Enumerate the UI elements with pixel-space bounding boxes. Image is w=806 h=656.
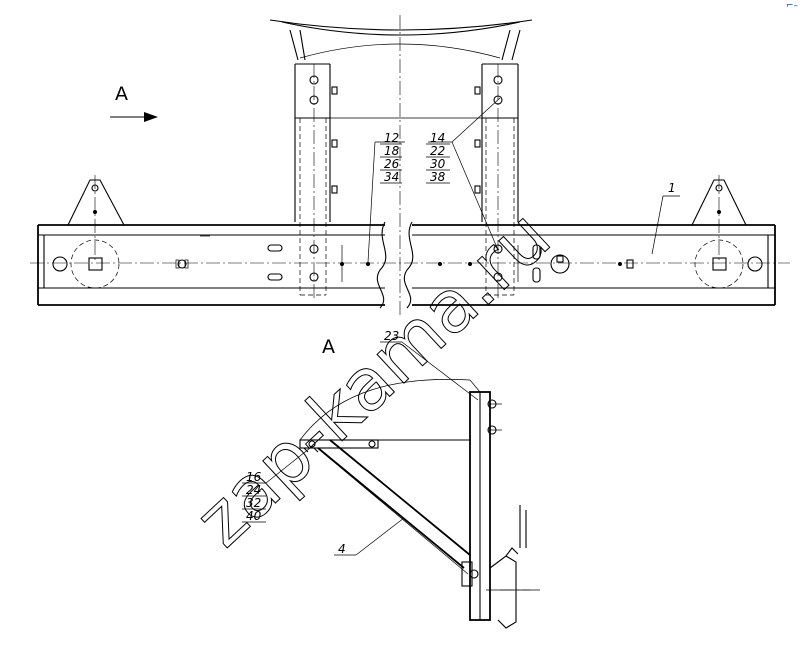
callout-4: 4 — [338, 542, 346, 556]
callout-1: 1 — [668, 181, 676, 195]
callout-40: 40 — [246, 509, 262, 523]
callout-32: 32 — [246, 496, 261, 510]
beam-holes — [52, 235, 763, 289]
callout-12: 12 — [384, 131, 399, 145]
leaders — [367, 97, 680, 263]
callout-14: 14 — [430, 131, 445, 145]
callout-right-stack: 14 22 30 38 — [426, 131, 450, 184]
watermark: zap-kama.ru — [179, 194, 566, 563]
view-label-top: A — [115, 83, 128, 105]
section-a-view: A 23 16 — [242, 329, 540, 629]
callout-16: 16 — [246, 470, 262, 484]
upper-post-assembly — [269, 15, 533, 318]
frame-beam — [30, 221, 790, 309]
callout-24: 24 — [246, 483, 261, 497]
callout-18: 18 — [384, 144, 400, 158]
lugs — [67, 175, 747, 260]
callout-23: 23 — [384, 329, 399, 343]
corner-mark: ⌐– — [786, 1, 799, 11]
view-label-section: A — [322, 336, 335, 358]
callout-34: 34 — [384, 170, 399, 184]
callout-30: 30 — [430, 157, 446, 171]
callout-22: 22 — [430, 144, 445, 158]
callout-left-stack: 12 18 26 34 — [380, 131, 402, 184]
callout-38: 38 — [430, 170, 446, 184]
callout-26: 26 — [384, 157, 400, 171]
view-direction-arrow: A — [110, 83, 158, 122]
